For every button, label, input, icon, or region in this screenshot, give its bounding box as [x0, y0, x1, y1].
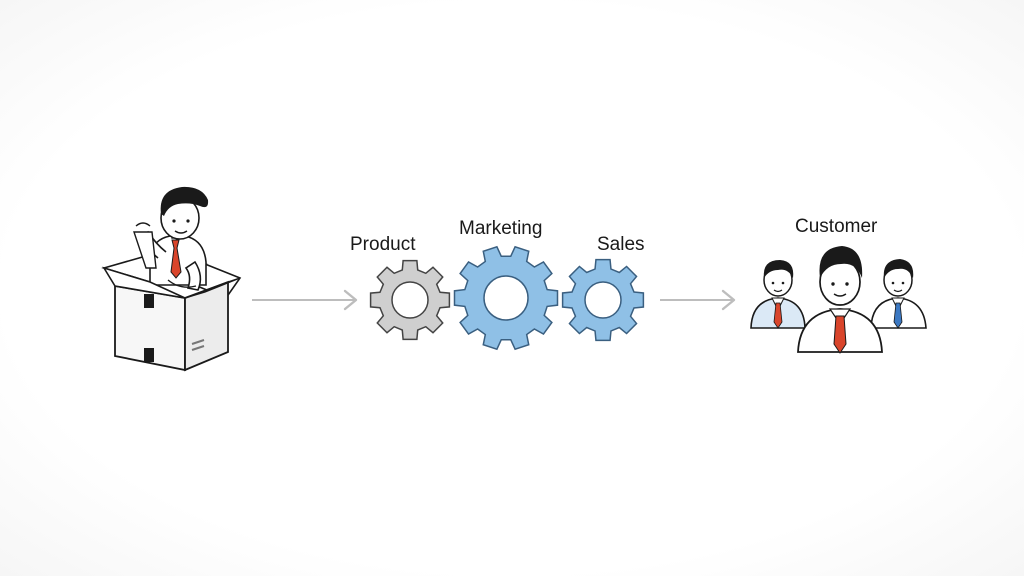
worker-figure	[133, 186, 209, 291]
arrow-to-gears	[252, 289, 358, 311]
wrench-tool	[133, 231, 157, 269]
marketing-gear-icon	[453, 245, 559, 351]
marketing-label: Marketing	[459, 218, 542, 239]
worker-tie	[170, 239, 182, 279]
product-label: Product	[350, 234, 416, 255]
product-gear-icon	[369, 259, 451, 341]
customer-group-illustration	[750, 246, 927, 354]
customer-person-right	[870, 259, 927, 329]
box-tape-bottom	[144, 348, 154, 362]
customer-person-center	[797, 246, 883, 354]
customer-person-left	[750, 260, 806, 329]
worker-in-box-illustration	[101, 186, 242, 372]
customer-label: Customer	[795, 216, 878, 237]
box-tape-top	[144, 294, 154, 308]
sales-gear-icon	[561, 258, 645, 342]
arrow-to-customer	[660, 289, 736, 311]
sales-label: Sales	[597, 234, 645, 255]
